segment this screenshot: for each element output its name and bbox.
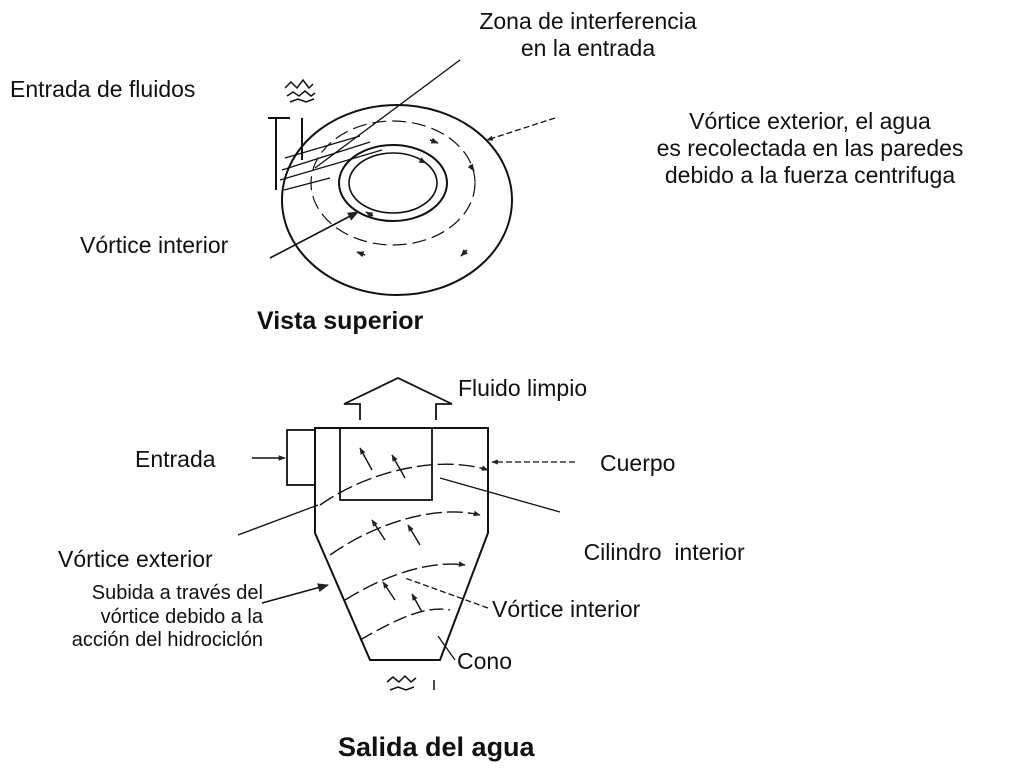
label-line: Subida a través del: [91, 582, 263, 604]
label-outer-vortex-note: Vórtice exterior, el agua es recolectada…: [600, 108, 1020, 189]
label-text: Cuerpo: [600, 450, 676, 476]
label-rise-note: Subida a través del vórtice debido a la …: [10, 582, 263, 653]
caption-text: Vista superior: [257, 307, 424, 335]
label-line: Vórtice exterior, el agua: [689, 108, 931, 134]
label-text: Fluido limpio: [458, 375, 588, 401]
leader-interference-zone: [314, 59, 461, 169]
caption-water-outlet: Salida del agua: [338, 732, 535, 764]
leader-inner-cylinder: [439, 477, 561, 513]
label-text: Vórtice interior: [492, 596, 641, 622]
inlet-box: [286, 429, 316, 486]
label-text: Vórtice exterior: [58, 546, 213, 572]
label-text: Vórtice interior: [80, 232, 229, 258]
leader-cone: [437, 635, 456, 661]
caption-top-view: Vista superior: [257, 307, 423, 337]
leader-outer-vortex: [237, 504, 319, 536]
label-line: debido a la fuerza centrifuga: [664, 162, 956, 189]
leader-inner-vortex: [404, 577, 489, 609]
label-outer-vortex: Vórtice exterior: [58, 546, 213, 573]
inner-cylinder-inner-ring: [348, 152, 438, 214]
water-outlet-scribble: [386, 674, 417, 691]
label-text: Entrada: [135, 446, 216, 472]
inlet-hatch: [279, 135, 383, 191]
label-cone: Cono: [457, 648, 512, 675]
leader-rise: [261, 583, 330, 604]
label-text: Cono: [457, 648, 512, 674]
inner-cylinder-outer-ring: [338, 144, 448, 222]
label-line: acción del hidrociclón: [71, 629, 263, 652]
outer-wall-circle: [281, 104, 513, 296]
inner-cylinder: [339, 427, 433, 501]
label-line: vórtice debido a la: [100, 605, 263, 628]
leader-inner-vortex: [269, 211, 359, 259]
label-side-inner-vortex: Vórtice interior: [492, 596, 640, 623]
side-view-drawing: [237, 377, 575, 691]
label-clean-fluid: Fluido limpio: [458, 375, 587, 402]
label-text: Entrada de fluidos: [10, 76, 196, 102]
body-outline: [314, 427, 489, 661]
caption-text: Salida del agua: [338, 732, 535, 762]
inlet-flow-scribble: [284, 78, 316, 103]
leader-outer-vortex: [486, 117, 556, 141]
flow-swirl-4: [359, 608, 451, 641]
label-line: en la entrada: [520, 35, 656, 62]
label-inner-cylinder: Cilindro interior: [558, 512, 745, 593]
clean-fluid-arrow: [343, 377, 453, 420]
label-line: Zona de interferencia: [479, 8, 697, 34]
top-view-drawing: [268, 59, 556, 296]
label-fluid-inlet: Entrada de fluidos: [10, 76, 195, 103]
flow-swirl-1: [319, 463, 489, 506]
label-interference-zone: Zona de interferencia en la entrada: [458, 8, 718, 62]
flow-swirl-3: [344, 561, 466, 601]
label-body: Cuerpo: [600, 450, 675, 477]
label-inlet: Entrada: [135, 446, 216, 473]
label-text: Cilindro interior: [583, 539, 745, 566]
label-line: es recolectada en las paredes: [656, 135, 964, 162]
label-top-inner-vortex: Vórtice interior: [80, 232, 228, 259]
vortex-ring: [310, 120, 476, 246]
flow-swirl-2: [329, 510, 481, 556]
